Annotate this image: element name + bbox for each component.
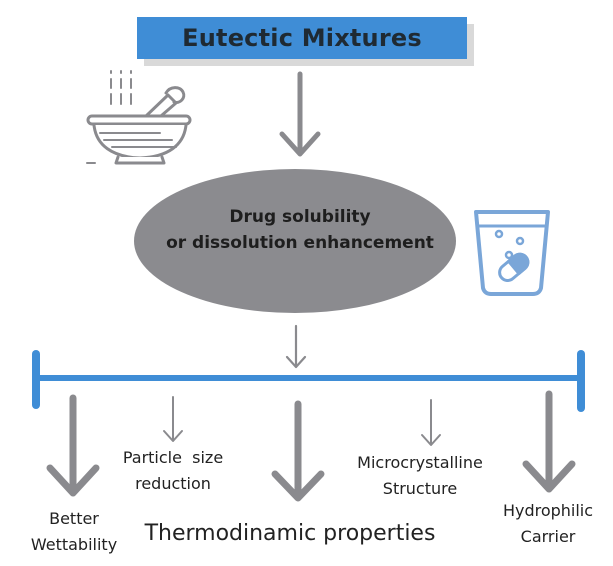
diagram-title: Eutectic Mixtures bbox=[182, 24, 422, 52]
ellipse-to-bar-arrow bbox=[285, 324, 307, 369]
label-hydrophilic-carrier: Hydrophilic Carrier bbox=[488, 498, 608, 550]
arrow-hydrophilic bbox=[522, 390, 576, 493]
arrow-particle-size bbox=[163, 396, 183, 442]
arrow-microcrystalline bbox=[421, 399, 441, 446]
label-hydrophilic: Hydrophilic bbox=[502, 501, 594, 520]
center-label-line2: or dissolution enhancement bbox=[166, 233, 434, 253]
central-ellipse bbox=[134, 169, 456, 313]
arrow-wettability bbox=[46, 394, 100, 497]
mortar-pestle-icon bbox=[86, 70, 192, 165]
label-reduction: reduction bbox=[135, 474, 211, 493]
label-better: Better bbox=[49, 509, 99, 528]
label-better-wettability: Better Wettability bbox=[14, 506, 134, 558]
arrow-thermodynamic bbox=[271, 400, 325, 502]
horizontal-bracket-bar bbox=[32, 350, 585, 412]
label-carrier: Carrier bbox=[520, 527, 576, 546]
label-thermodinamic-properties: Thermodinamic properties bbox=[144, 521, 436, 546]
label-particle-size-reduction: Particle size reduction bbox=[103, 445, 243, 497]
center-label: Drug solubility or dissolution enhanceme… bbox=[140, 204, 460, 256]
label-microcrystalline: Microcrystalline bbox=[357, 453, 483, 472]
title-box: Eutectic Mixtures bbox=[137, 17, 467, 59]
title-to-ellipse-arrow bbox=[279, 71, 321, 157]
glass-with-pill-icon bbox=[474, 210, 550, 296]
label-wettability: Wettability bbox=[30, 535, 118, 554]
center-label-line1: Drug solubility bbox=[229, 207, 371, 227]
label-structure: Structure bbox=[382, 479, 458, 498]
label-microcrystalline-structure: Microcrystalline Structure bbox=[340, 450, 500, 502]
label-particle-size: Particle size bbox=[122, 448, 224, 467]
